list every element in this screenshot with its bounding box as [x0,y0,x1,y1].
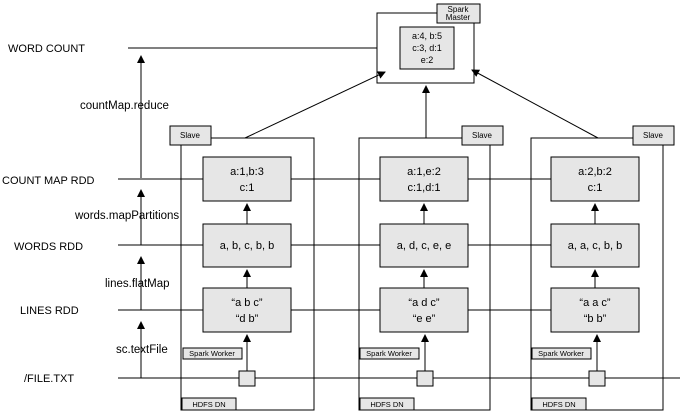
slave-2-lines-line2: “e e” [413,313,436,325]
slave-2-words-box [379,223,469,268]
slave-2-hdfs-block [416,370,434,387]
slave-2-hdfs-dn-tag [359,397,415,411]
slave-1-hdfs-dn-tag [181,397,237,411]
slave-2-worker-tag [359,347,420,360]
op-label-text-file: sc.textFile [116,344,168,356]
word-count-result-line2: c:3, d:1 [412,43,442,53]
word-count-result-box [399,26,455,70]
slave-3-tag [632,125,675,146]
word-count-result-line3: e:2 [421,55,434,65]
stage-label-file: /FILE.TXT [24,373,74,385]
stage-label-word-count: WORD COUNT [8,43,85,55]
slave-3-count-line1: a:2,b:2 [578,166,612,178]
slave-3-hdfs-dn-tag [531,397,587,411]
op-label-reduce: countMap.reduce [80,100,169,112]
slave-node-1: Slave a:1,b:3 c:1 a, b, c, b, b “a b c” … [169,125,315,411]
slave-1-worker-tag [182,347,243,360]
slave-1-words: a, b, c, b, b [220,240,274,252]
slave-1-count-line2: c:1 [240,182,255,194]
slave-1-words-box [202,223,292,268]
slave-node-3: Slave a:2,b:2 c:1 a, a, c, b, b “a a c” … [530,125,675,411]
op-label-map-partitions: words.mapPartitions [74,210,179,222]
stage-label-lines-rdd: LINES RDD [20,305,79,317]
op-label-flat-map: lines.flatMap [105,278,170,290]
slave-2-count-map-box [379,156,469,202]
slave-3-lines-line2: “b b” [584,313,607,325]
arrow-slave3-to-master [471,69,599,139]
spark-master: Spark Master a:4, b:5 c:3, d:1 e:2 [376,3,481,84]
stage-label-words-rdd: WORDS RDD [14,241,83,253]
slave-1-label: Slave [180,131,201,140]
slave-1-count-line1: a:1,b:3 [230,166,264,178]
slave-3-label: Slave [643,131,664,140]
spark-master-label-line2: Master [446,13,471,22]
slave-3-count-map-box [550,156,640,202]
slave-1-lines-box [202,287,292,333]
slave-3-hdfs-dn-label: HDFS DN [542,400,575,409]
slave-2-box [358,137,491,411]
stage-lines [118,47,680,379]
slave-2-words: a, d, c, e, e [397,240,451,252]
spark-master-tag [436,3,481,24]
stage-label-count-map-rdd: COUNT MAP RDD [2,175,95,187]
spark-master-label-line1: Spark [448,5,470,14]
slave-1-lines-line1: “a b c” [231,297,263,309]
slave-1-hdfs-dn-label: HDFS DN [192,400,225,409]
slave-3-worker-tag [531,347,592,360]
slave-1-lines-line2: “d b” [236,313,259,325]
slave-3-box [530,137,664,411]
arrow-slave1-to-master [244,71,386,139]
slave-3-worker-label: Spark Worker [538,349,584,358]
slave-2-tag [461,125,504,146]
slave-1-count-map-box [202,156,292,202]
slave-2-count-line1: a:1,e:2 [407,166,441,178]
slave-1-box [180,137,315,411]
slave-2-worker-label: Spark Worker [366,349,412,358]
slave-2-count-line2: c:1,d:1 [407,182,440,194]
slave-2-lines-line1: “a d c” [408,297,440,309]
slave-2-hdfs-dn-label: HDFS DN [370,400,403,409]
slave-2-lines-box [379,287,469,333]
slave-node-2: Slave a:1,e:2 c:1,d:1 a, d, c, e, e “a d… [358,125,504,411]
slave-1-tag [169,125,212,146]
slave-1-worker-label: Spark Worker [189,349,235,358]
slave-1-hdfs-block [238,370,256,387]
slave-3-hdfs-block [588,370,606,387]
slave-2-label: Slave [472,131,493,140]
slave-3-words: a, a, c, b, b [568,240,622,252]
slave-3-count-line2: c:1 [588,182,603,194]
slave-3-words-box [550,223,640,268]
word-count-result-line1: a:4, b:5 [412,31,442,41]
slave-3-lines-line1: “a a c” [579,297,611,309]
slave-3-lines-box [550,287,640,333]
